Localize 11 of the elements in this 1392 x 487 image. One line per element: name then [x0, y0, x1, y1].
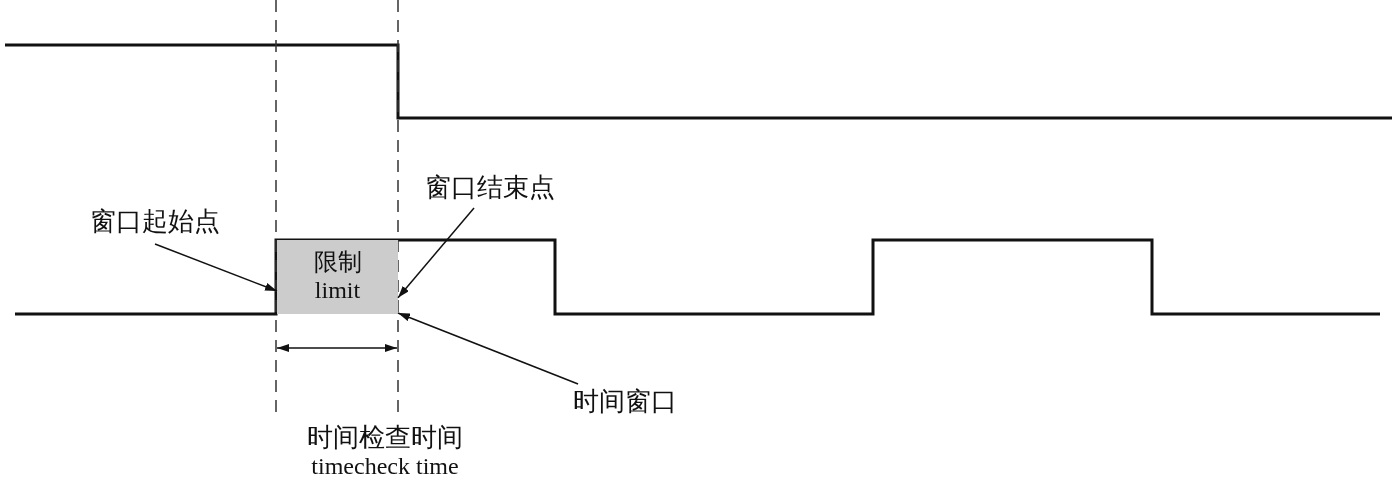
- label-text: 时间窗口: [573, 387, 677, 417]
- leader-line: [154, 243, 278, 292]
- shaded-region: [277, 240, 398, 314]
- leader-line: [397, 312, 579, 385]
- leader-line: [397, 207, 475, 299]
- label-text: timecheck time: [311, 453, 459, 481]
- label-text: 限制: [313, 249, 362, 277]
- label-text: 时间检查时间: [307, 423, 463, 454]
- label-text: 窗口起始点: [90, 207, 220, 237]
- label-text: 窗口结束点: [425, 173, 555, 203]
- label-text: limit: [314, 277, 361, 305]
